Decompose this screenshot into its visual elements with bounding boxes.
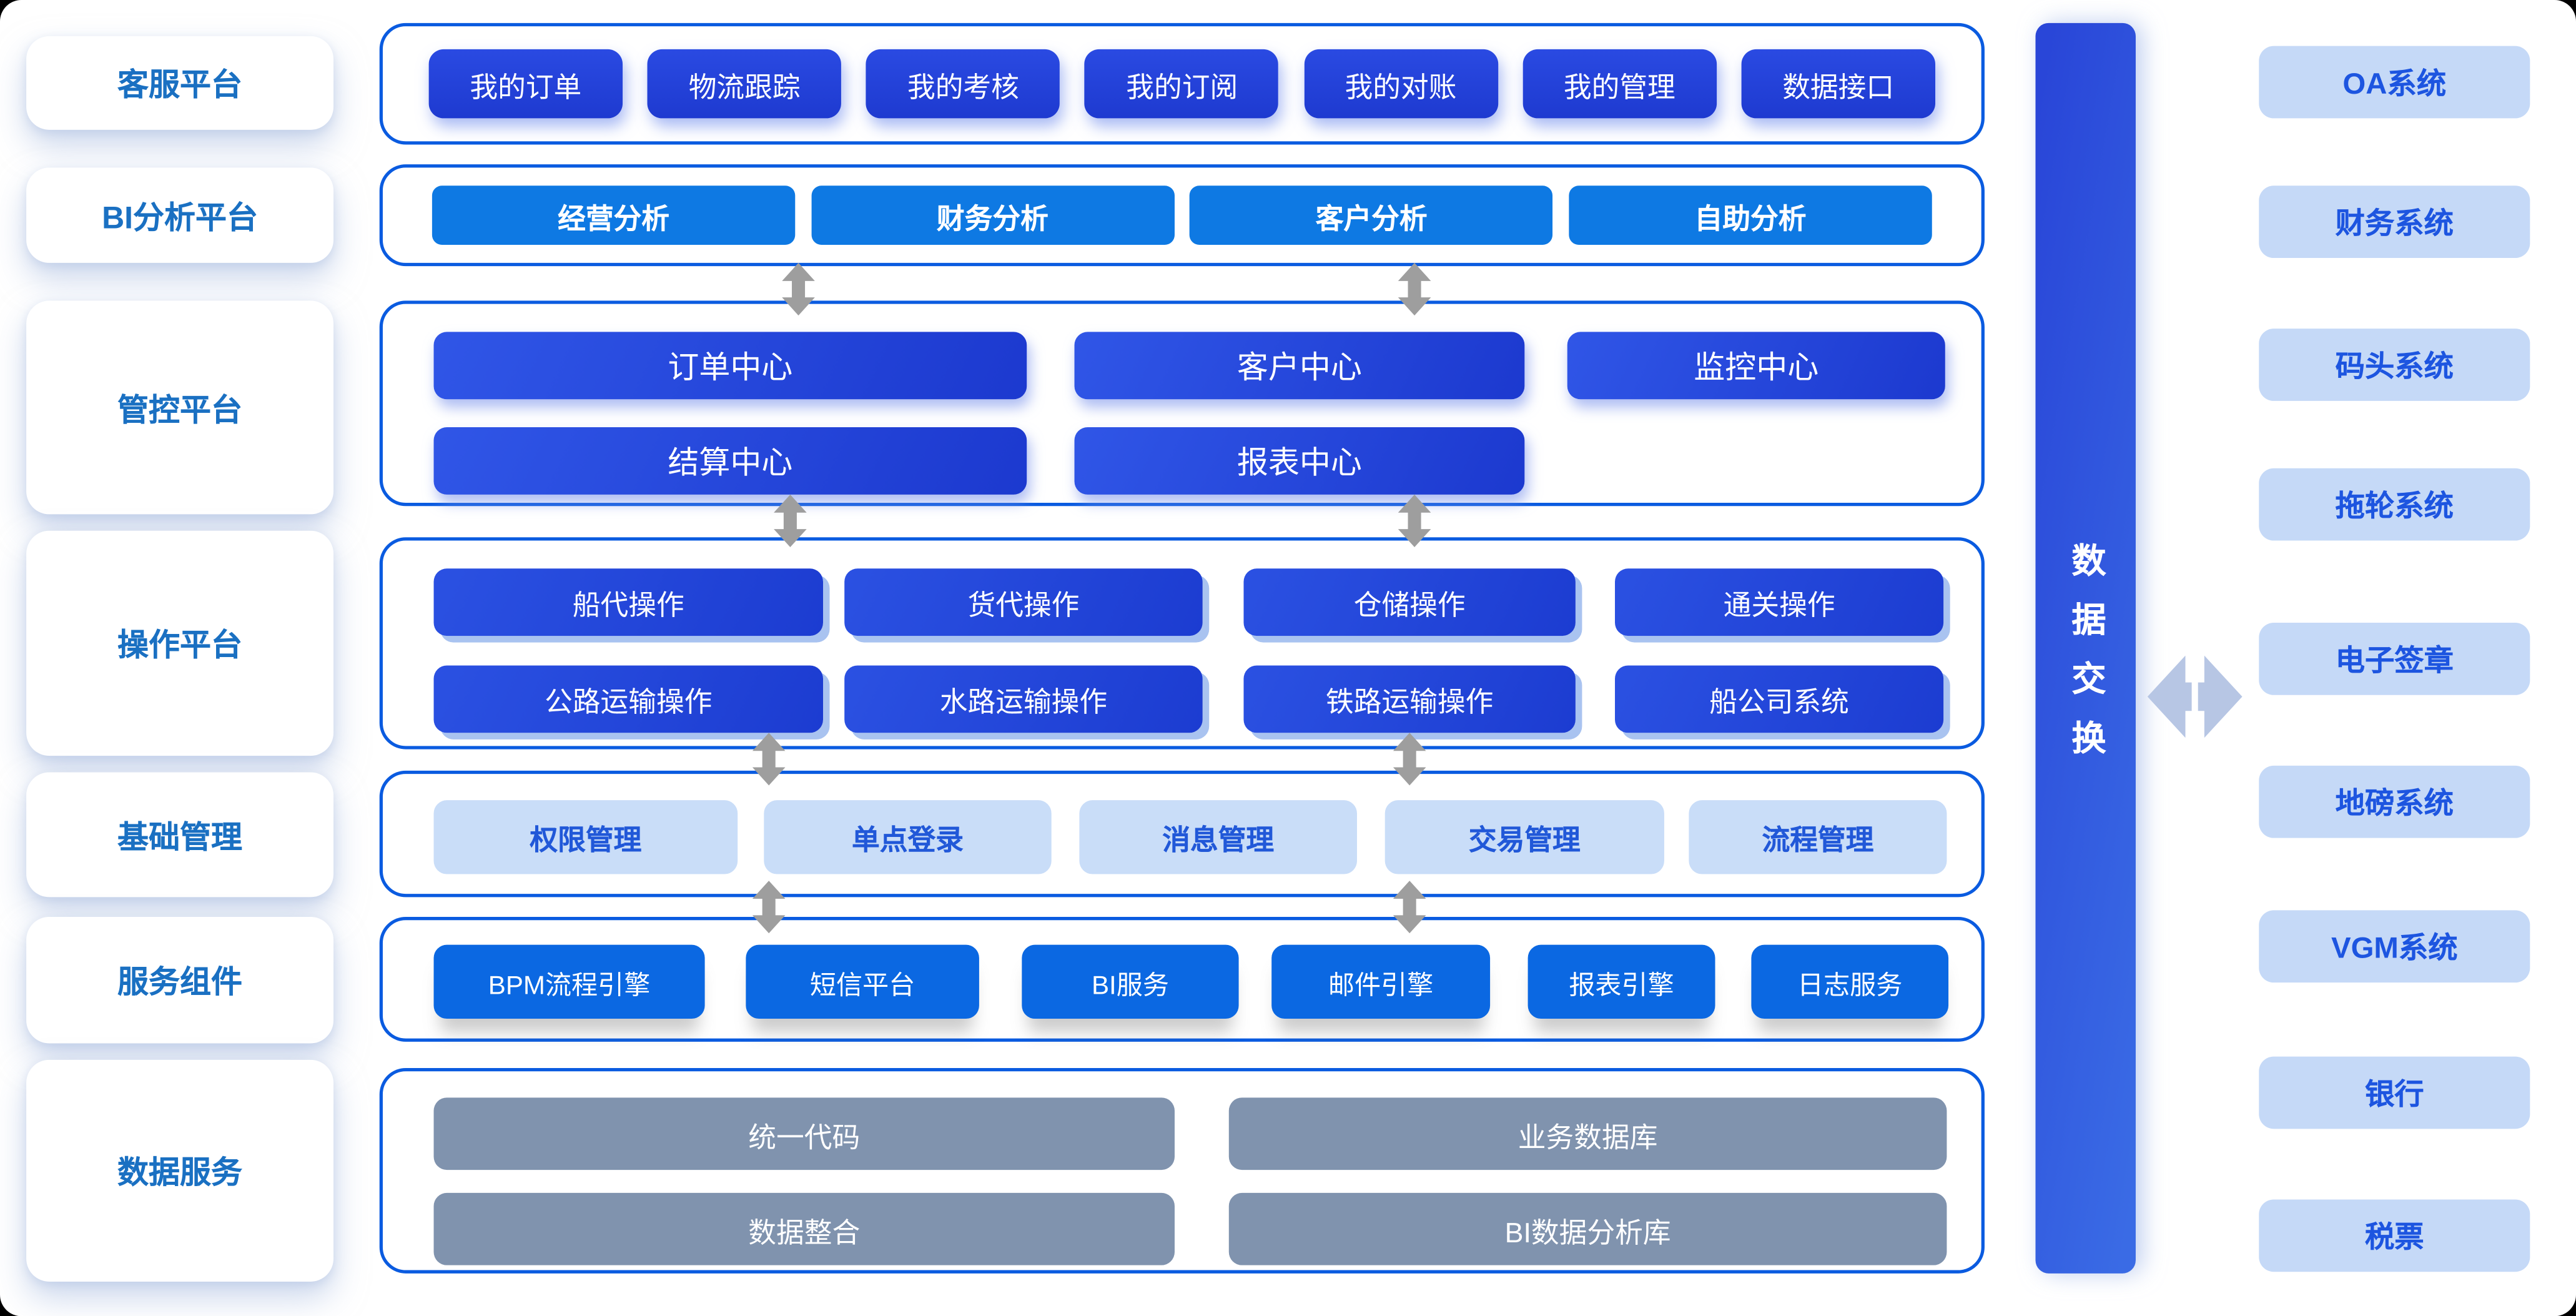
- exchange-double-arrow-icon: [2147, 655, 2243, 738]
- node-unified-code: 统一代码: [433, 1097, 1175, 1170]
- node-transaction-management: 交易管理: [1384, 800, 1664, 874]
- node-message-management: 消息管理: [1079, 800, 1357, 874]
- external-system-finance: 财务系统: [2259, 186, 2530, 259]
- external-system-bank: 银行: [2259, 1056, 2530, 1129]
- sidebar-item-bi-analysis-platform: BI分析平台: [26, 167, 334, 263]
- vertical-double-arrow-icon: [1393, 733, 1426, 786]
- node-logistics-tracking: 物流跟踪: [647, 49, 842, 119]
- node-process-management: 流程管理: [1689, 800, 1947, 874]
- node-data-interface: 数据接口: [1741, 49, 1935, 119]
- node-order-center: 订单中心: [433, 332, 1027, 400]
- node-report-engine: 报表引擎: [1527, 944, 1715, 1019]
- node-settlement-center: 结算中心: [433, 427, 1027, 495]
- external-system-weighbridge: 地磅系统: [2259, 765, 2530, 838]
- vertical-double-arrow-icon: [782, 262, 815, 316]
- node-permission-management: 权限管理: [433, 800, 738, 874]
- node-report-center: 报表中心: [1074, 427, 1525, 495]
- node-bpm-engine: BPM流程引擎: [433, 944, 705, 1019]
- node-business-database: 业务数据库: [1228, 1097, 1947, 1170]
- data-exchange-bar: 数据交换: [2035, 22, 2136, 1274]
- node-shipping-company-system: 船公司系统: [1615, 665, 1944, 733]
- sidebar-item-service-components: 服务组件: [26, 916, 334, 1044]
- node-customer-center: 客户中心: [1074, 332, 1525, 400]
- node-bi-analysis-database: BI数据分析库: [1228, 1192, 1947, 1265]
- sidebar-item-base-management: 基础管理: [26, 772, 334, 898]
- node-self-service-analysis: 自助分析: [1569, 186, 1932, 245]
- external-system-tax-invoice: 税票: [2259, 1199, 2530, 1272]
- node-water-transport-ops: 水路运输操作: [844, 665, 1203, 733]
- node-customer-analysis: 客户分析: [1190, 186, 1553, 245]
- external-system-e-signature: 电子签章: [2259, 623, 2530, 695]
- node-finance-analysis: 财务分析: [811, 186, 1175, 245]
- sidebar-item-control-platform: 管控平台: [26, 300, 334, 515]
- node-data-integration: 数据整合: [433, 1192, 1175, 1265]
- node-customs-ops: 通关操作: [1615, 568, 1944, 636]
- frame-control-platform: 订单中心 客户中心 监控中心 结算中心 报表中心: [379, 300, 1985, 507]
- data-exchange-label: 数据交换: [2067, 542, 2106, 779]
- frame-customer-service: 我的订单 物流跟踪 我的考核 我的订阅 我的对账 我的管理 数据接口: [379, 22, 1985, 145]
- frame-bi-analysis: 经营分析 财务分析 客户分析 自助分析: [379, 164, 1985, 267]
- sidebar-item-operation-platform: 操作平台: [26, 530, 334, 756]
- node-mail-engine: 邮件引擎: [1271, 944, 1491, 1019]
- node-my-assessment: 我的考核: [866, 49, 1060, 119]
- sidebar-item-data-services: 数据服务: [26, 1059, 334, 1282]
- frame-data-services: 统一代码 业务数据库 数据整合 BI数据分析库: [379, 1067, 1985, 1274]
- vertical-double-arrow-icon: [752, 881, 786, 934]
- vertical-double-arrow-icon: [774, 494, 807, 548]
- vertical-double-arrow-icon: [1398, 494, 1431, 548]
- frame-service-components: BPM流程引擎 短信平台 BI服务 邮件引擎 报表引擎 日志服务: [379, 916, 1985, 1042]
- vertical-double-arrow-icon: [1398, 262, 1431, 316]
- external-system-oa: OA系统: [2259, 46, 2530, 119]
- node-my-subscription: 我的订阅: [1085, 49, 1279, 119]
- external-system-tugboat: 拖轮系统: [2259, 468, 2530, 541]
- node-sms-platform: 短信平台: [746, 944, 979, 1019]
- node-my-reconciliation: 我的对账: [1303, 49, 1498, 119]
- node-rail-transport-ops: 铁路运输操作: [1243, 665, 1576, 733]
- vertical-double-arrow-icon: [1393, 881, 1426, 934]
- node-warehouse-ops: 仓储操作: [1243, 568, 1576, 636]
- node-bi-service: BI服务: [1022, 944, 1239, 1019]
- node-business-analysis: 经营分析: [432, 186, 796, 245]
- frame-base-management: 权限管理 单点登录 消息管理 交易管理 流程管理: [379, 770, 1985, 898]
- frame-operation-platform: 船代操作 货代操作 仓储操作 通关操作 公路运输操作 水路运输操作 铁路运输操作…: [379, 537, 1985, 750]
- node-freight-forwarding-ops: 货代操作: [844, 568, 1203, 636]
- sidebar-item-customer-service-platform: 客服平台: [26, 36, 334, 130]
- vertical-double-arrow-icon: [752, 733, 786, 786]
- node-log-service: 日志服务: [1751, 944, 1949, 1019]
- node-single-sign-on: 单点登录: [764, 800, 1052, 874]
- node-ship-agency-ops: 船代操作: [433, 568, 824, 636]
- node-my-management: 我的管理: [1522, 49, 1717, 119]
- node-monitor-center: 监控中心: [1567, 332, 1945, 400]
- external-system-vgm: VGM系统: [2259, 910, 2530, 983]
- external-system-terminal: 码头系统: [2259, 329, 2530, 401]
- node-my-orders: 我的订单: [428, 49, 623, 119]
- node-road-transport-ops: 公路运输操作: [433, 665, 824, 733]
